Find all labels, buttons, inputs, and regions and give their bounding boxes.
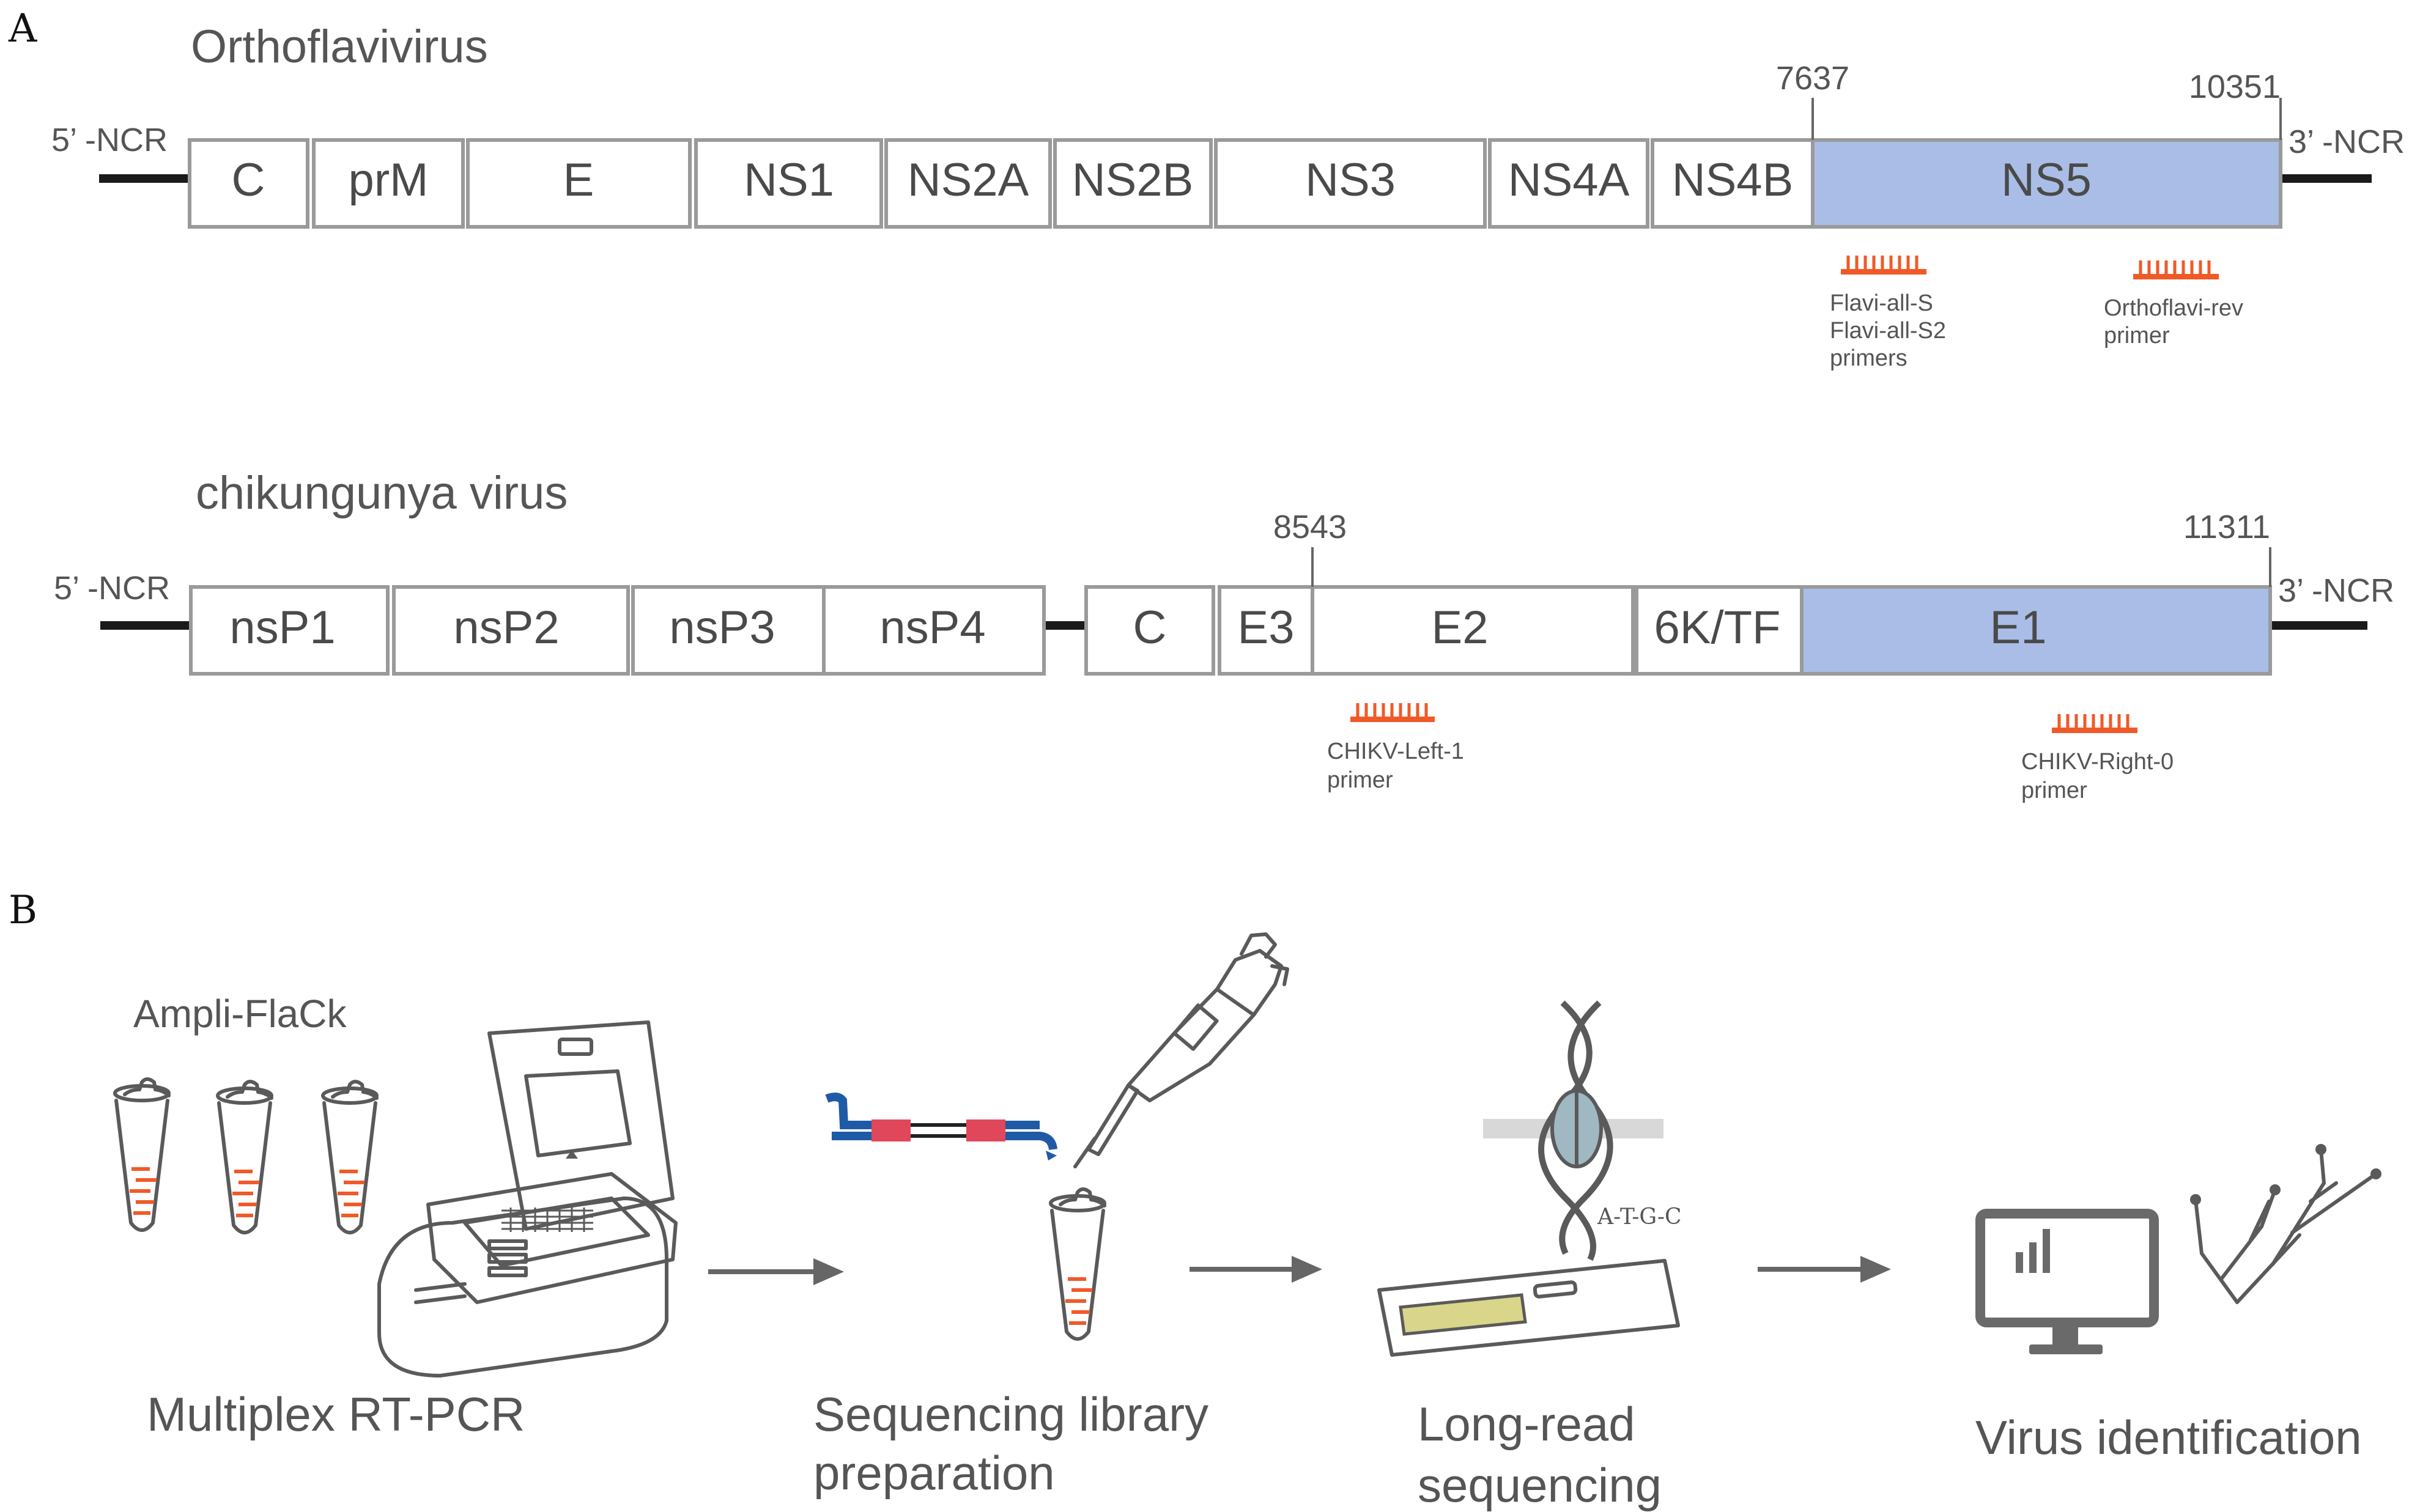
panel-label-b: B xyxy=(9,888,37,933)
nanopore-icon: A-T-G-C xyxy=(1483,1000,1682,1261)
genome-chikungunya: chikungunya virus 5’ -NCR 3’ -NCR nsP1 n… xyxy=(54,467,2394,803)
segment-NS4A xyxy=(1488,138,1649,229)
step-label-identification: Virus identification xyxy=(1975,1411,2362,1464)
tube-icon xyxy=(1049,1187,1106,1341)
segment-label: NS4A xyxy=(1508,154,1630,206)
segment-label: NS1 xyxy=(744,154,834,206)
workflow: Ampli-FlaCk xyxy=(113,932,2381,1512)
primer-label: Flavi-all-S2 xyxy=(1830,318,1946,344)
segment-label: nsP1 xyxy=(229,602,335,654)
primer-label: Flavi-all-S xyxy=(1830,290,1933,316)
primer-label: CHIKV-Right-0 xyxy=(2021,749,2174,775)
flowcell-icon xyxy=(1377,1259,1680,1357)
arrow-icon xyxy=(1758,1256,1891,1283)
ncr3-label: 3’ -NCR xyxy=(2278,572,2394,609)
primer-label: primer xyxy=(2104,323,2170,348)
genome-title: chikungunya virus xyxy=(196,467,568,519)
segment-label: E1 xyxy=(1990,602,2047,654)
segment-E xyxy=(466,138,692,229)
segment-label: C xyxy=(232,154,265,206)
primer-label: primers xyxy=(1830,345,1908,371)
position-label: 8543 xyxy=(1273,509,1347,545)
primer-label: primer xyxy=(1327,767,1393,793)
position-label: 10351 xyxy=(2189,68,2281,105)
step-label-sequencing: Long-read xyxy=(1418,1397,1635,1451)
ncr3-label: 3’ -NCR xyxy=(2289,124,2405,160)
genome-orthoflavivirus: Orthoflavivirus 5’ -NCR 3’ -NCR C prM E … xyxy=(51,21,2405,371)
tube-icon xyxy=(216,1080,273,1234)
panel-label-a: A xyxy=(8,6,37,51)
arrow-icon xyxy=(1190,1256,1322,1283)
segment-label: prM xyxy=(349,154,429,206)
segment-NS3 xyxy=(1214,138,1487,229)
segment-nsP4 xyxy=(822,585,1046,676)
segment-C xyxy=(1084,585,1215,676)
segment-label: nsP3 xyxy=(669,602,775,654)
segment-label: C xyxy=(1133,602,1167,654)
position-label: 11311 xyxy=(2183,509,2270,545)
bases-label: A-T-G-C xyxy=(1597,1204,1682,1230)
segment-NS5 xyxy=(1811,138,2282,229)
segment-E1 xyxy=(1800,585,2272,676)
primer-icon xyxy=(1841,256,1926,275)
segment-C xyxy=(188,138,309,229)
arrow-icon xyxy=(708,1258,844,1285)
segment-label: 6K/TF xyxy=(1654,602,1781,654)
step-label-library: preparation xyxy=(813,1446,1055,1500)
segment-label: NS4B xyxy=(1672,154,1794,206)
genome-title: Orthoflavivirus xyxy=(191,21,488,73)
segment-label: NS2A xyxy=(908,154,1029,206)
segment-NS2B xyxy=(1053,138,1213,229)
monitor-icon xyxy=(1975,1209,2159,1354)
kit-label: Ampli-FlaCk xyxy=(133,992,347,1036)
step-label-rt-pcr: Multiplex RT-PCR xyxy=(147,1387,525,1441)
primer-icon xyxy=(2133,260,2219,279)
phylogenetic-tree-icon xyxy=(2190,1144,2381,1304)
primer-label: Orthoflavi-rev xyxy=(2104,295,2243,321)
pipette-icon xyxy=(1073,932,1289,1168)
segment-label: nsP2 xyxy=(453,602,559,654)
ncr5-label: 5’ -NCR xyxy=(51,122,168,158)
primer-icon xyxy=(2052,714,2137,733)
segment-NS4B xyxy=(1651,138,1815,229)
segment-NS2A xyxy=(884,138,1052,229)
segment-prM xyxy=(312,138,465,229)
segment-NS1 xyxy=(694,138,883,229)
step-label-library: Sequencing library xyxy=(813,1387,1208,1441)
tube-icon xyxy=(321,1080,379,1234)
segment-E2 xyxy=(1311,585,1635,676)
segment-label: nsP4 xyxy=(879,602,985,654)
position-label: 7637 xyxy=(1776,60,1849,97)
adapter-dna-icon xyxy=(825,1093,1057,1160)
segment-label: E3 xyxy=(1238,602,1295,654)
thermocycler-icon xyxy=(377,1020,678,1377)
segment-E3 xyxy=(1218,585,1314,676)
segment-label: E xyxy=(563,154,594,206)
primer-label: primer xyxy=(2021,778,2087,803)
segment-label: NS2B xyxy=(1072,154,1194,206)
segment-nsP3 xyxy=(631,585,826,676)
ncr5-label: 5’ -NCR xyxy=(54,570,170,607)
segment-label: E2 xyxy=(1432,602,1489,654)
segment-nsP1 xyxy=(189,585,390,676)
segment-label: NS3 xyxy=(1305,154,1396,206)
segment-label: NS5 xyxy=(2001,154,2092,206)
step-label-sequencing: sequencing xyxy=(1418,1458,1662,1512)
primer-label: CHIKV-Left-1 xyxy=(1327,739,1464,764)
primer-icon xyxy=(1350,703,1435,722)
segment-nsP2 xyxy=(392,585,630,676)
tube-icon xyxy=(113,1077,171,1232)
